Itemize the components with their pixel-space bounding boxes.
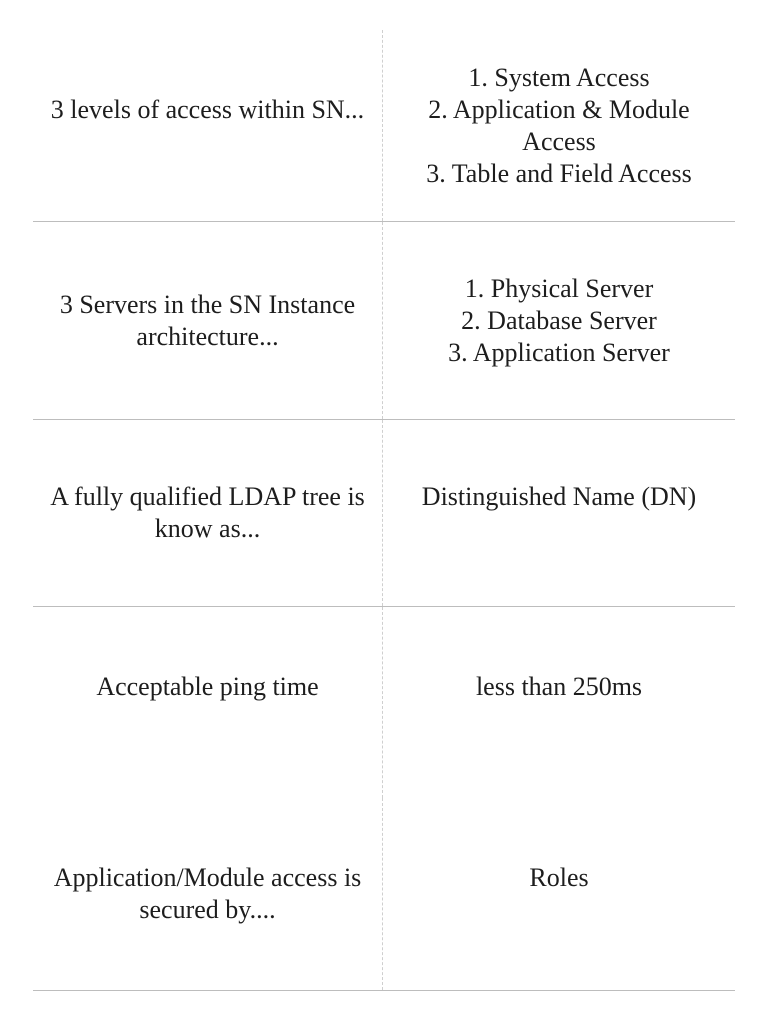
card-front-text: A fully qualified LDAP tree is know as..… (50, 482, 365, 543)
flashcards-table: 3 levels of access within SN... 1. Syste… (33, 30, 735, 991)
flashcard-row: A fully qualified LDAP tree is know as..… (33, 420, 735, 607)
card-back-text: Roles (529, 863, 589, 892)
card-back-cell: less than 250ms (383, 607, 735, 798)
card-front-cell: Application/Module access is secured by.… (33, 798, 383, 990)
card-front-text: Acceptable ping time (96, 671, 319, 701)
card-front-text: 3 levels of access within SN... (50, 94, 365, 124)
card-back-cell: Distinguished Name (DN) (383, 420, 735, 606)
card-back-cell: 1. System Access 2. Application & Module… (383, 30, 735, 221)
card-back-text: 1. Physical Server 2. Database Server 3.… (448, 273, 670, 367)
card-front-cell: 3 levels of access within SN... (33, 30, 383, 221)
flashcard-row: Acceptable ping time less than 250ms (33, 607, 735, 798)
flashcard-row: 3 levels of access within SN... 1. Syste… (33, 30, 735, 222)
card-back-cell: 1. Physical Server 2. Database Server 3.… (383, 222, 735, 419)
card-front-cell: Acceptable ping time (33, 607, 383, 798)
card-front-cell: 3 Servers in the SN Instance architectur… (33, 222, 383, 419)
card-back-text: less than 250ms (475, 671, 643, 701)
card-front-text: Application/Module access is secured by.… (53, 863, 362, 924)
card-front-text: 3 Servers in the SN Instance architectur… (59, 289, 356, 351)
card-back-text: 1. System Access 2. Application & Module… (426, 62, 692, 188)
card-back-cell: Roles (383, 798, 735, 990)
card-front-cell: A fully qualified LDAP tree is know as..… (33, 420, 383, 606)
flashcard-row: Application/Module access is secured by.… (33, 798, 735, 991)
card-back-text: Distinguished Name (DN) (421, 482, 697, 511)
flashcard-row: 3 Servers in the SN Instance architectur… (33, 222, 735, 420)
